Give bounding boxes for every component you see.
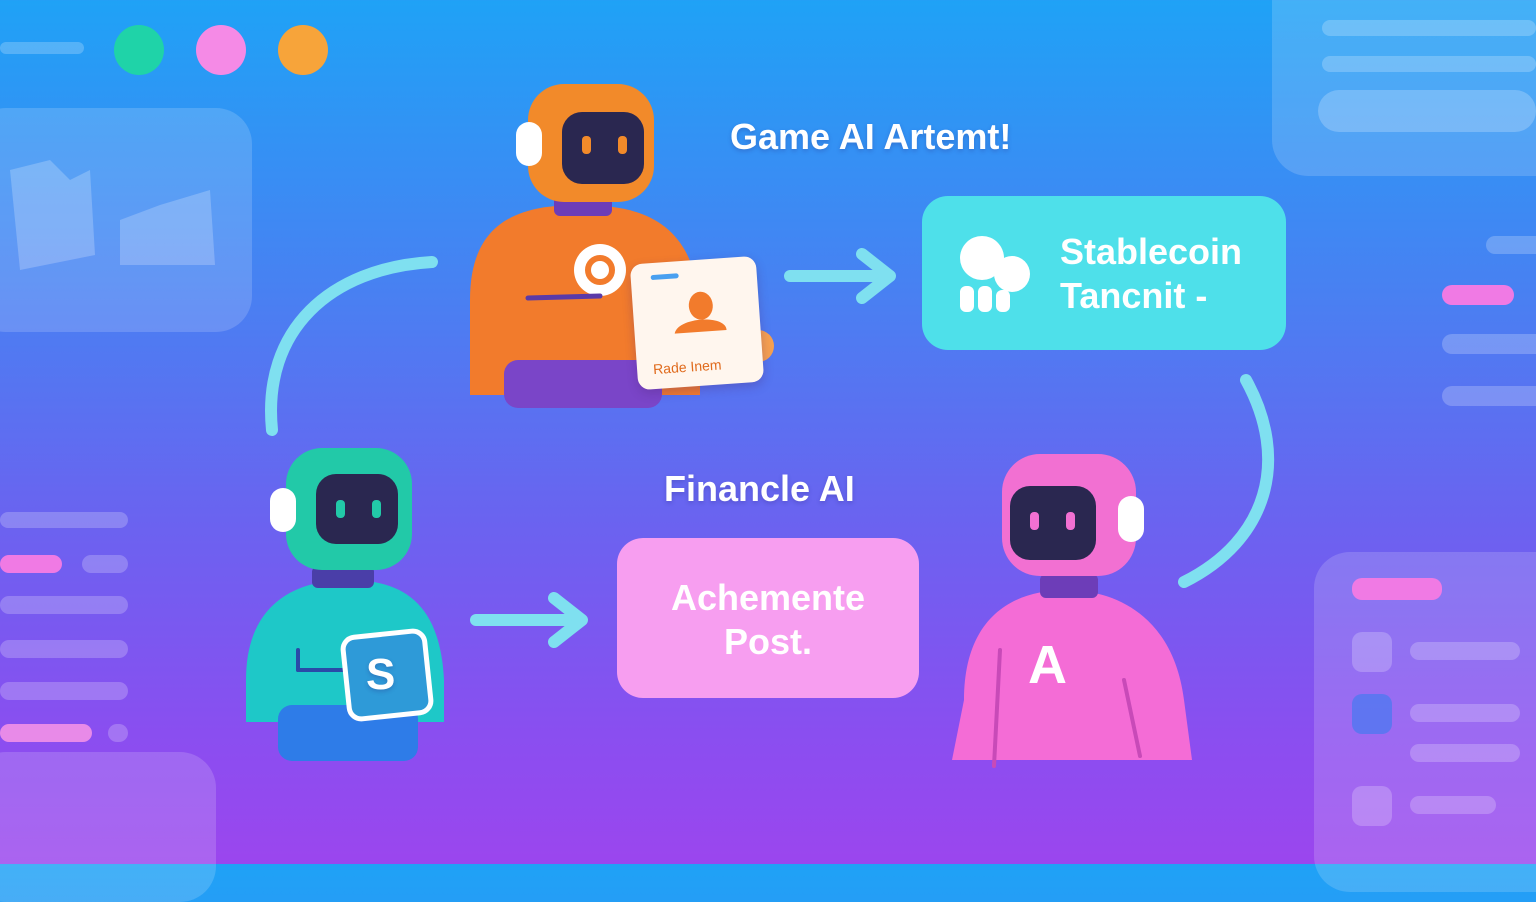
- window-dot-pink: [196, 25, 246, 75]
- card-user-icon: [665, 284, 728, 338]
- pink-agent-badge-letter: A: [1028, 635, 1067, 695]
- game-ai-title: Game AI Artemt!: [730, 116, 1012, 157]
- bottom-right-line-2: [1410, 704, 1520, 722]
- left-line-3: [0, 596, 128, 614]
- left-line-pink-2: [0, 724, 92, 742]
- achievement-line-2: Post.: [723, 621, 812, 662]
- top-right-line-2: [1322, 56, 1536, 72]
- curve-stablecoin-to-pink: [1178, 374, 1275, 588]
- window-dot-orange: [278, 25, 328, 75]
- bottom-right-line-3: [1410, 744, 1520, 762]
- finance-ai-robot: [246, 448, 444, 761]
- right-line-3: [1442, 386, 1536, 406]
- left-line-1: [0, 512, 128, 528]
- left-line-4: [0, 640, 128, 658]
- left-line-pink: [0, 555, 62, 573]
- bottom-right-line-4: [1410, 796, 1496, 814]
- bottom-right-panel: [1314, 552, 1536, 892]
- bottom-right-pink: [1352, 578, 1442, 600]
- left-line-5: [0, 682, 128, 700]
- achievement-line-1: Achemente: [670, 577, 866, 618]
- left-line-6: [108, 724, 128, 742]
- finance-ai-title: Financle AI: [664, 468, 855, 509]
- top-right-panel: [1272, 0, 1536, 176]
- trade-item-card: Rade Inem: [629, 255, 765, 391]
- bottom-right-sq-2: [1352, 694, 1392, 734]
- stablecoin-line-2: Tancnit -: [1060, 275, 1208, 316]
- arrow-finance-to-achievement: [470, 592, 588, 648]
- bottom-right-sq-1: [1352, 632, 1392, 672]
- right-line-1: [1486, 236, 1536, 254]
- right-line-2: [1442, 334, 1536, 354]
- finance-badge-letter: S: [366, 650, 396, 699]
- curve-finance-to-game: [265, 256, 438, 436]
- bottom-right-line-1: [1410, 642, 1520, 660]
- arrow-game-to-stablecoin: [784, 248, 896, 304]
- stablecoin-line-1: Stablecoin: [1060, 231, 1243, 272]
- coins-icon: [956, 232, 1038, 318]
- top-left-bar: [0, 42, 84, 54]
- flow-connectors: [265, 248, 1275, 648]
- stablecoin-box: Stablecoin Tancnit -: [922, 196, 1286, 350]
- image-placeholder-panel: [0, 108, 252, 332]
- right-line-pink: [1442, 285, 1514, 305]
- image-placeholder-icon: [10, 160, 220, 270]
- top-right-line-1: [1322, 20, 1536, 36]
- bottom-right-sq-3: [1352, 786, 1392, 826]
- top-right-line-3: [1318, 90, 1536, 132]
- window-dot-green: [114, 25, 164, 75]
- achievement-box: Achemente Post.: [617, 538, 919, 698]
- left-line-2: [82, 555, 128, 573]
- pink-agent-robot: [952, 454, 1192, 768]
